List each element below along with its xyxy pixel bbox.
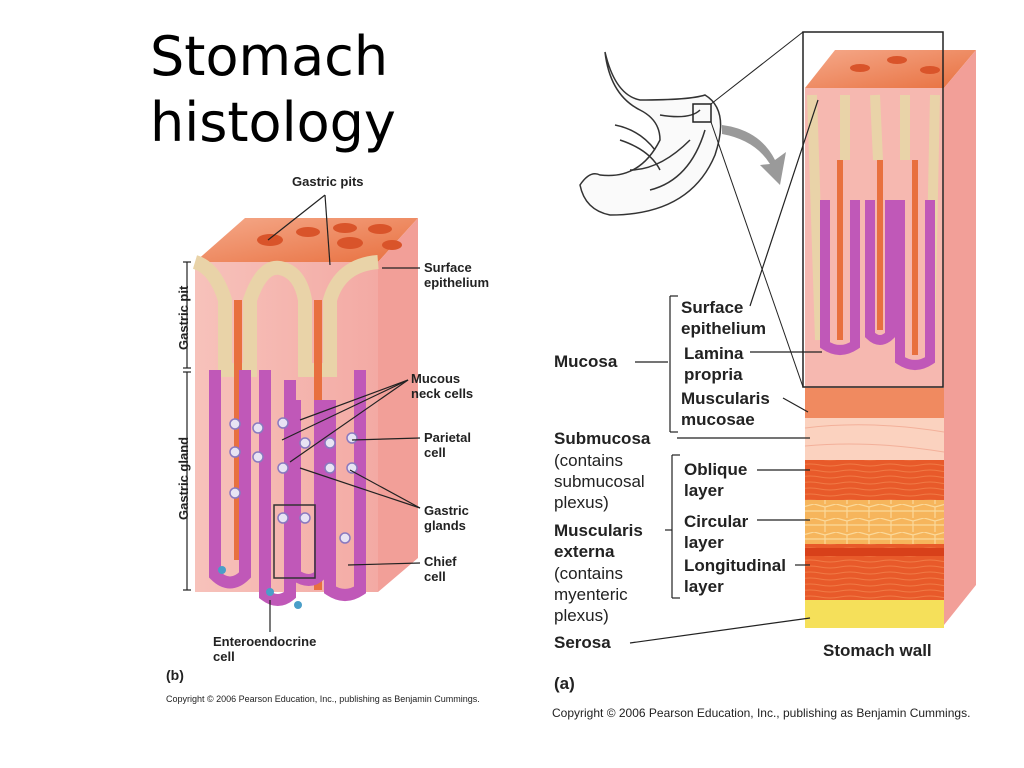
label-submucosa-note: (contains submucosal plexus) xyxy=(554,451,645,512)
label-oblique-layer: Oblique layer xyxy=(684,460,748,500)
label-lamina-propria: Lamina propria xyxy=(684,344,744,384)
label-circular-layer: Circular layer xyxy=(684,512,749,552)
zoom-arrow-icon xyxy=(722,125,786,185)
label-gastric-gland-vertical: Gastric gland xyxy=(176,436,191,520)
panel-b-block xyxy=(192,218,418,609)
label-muscularis-externa-note: (contains myenteric plexus) xyxy=(554,564,628,625)
label-muscularis-mucosae: Muscularis mucosae xyxy=(681,389,770,429)
copyright-a: Copyright © 2006 Pearson Education, Inc.… xyxy=(552,706,971,720)
label-surface-epithelium-b: Surface epithelium xyxy=(424,260,490,290)
label-chief-cell: Chief cell xyxy=(424,554,457,584)
label-submucosa: Submucosa xyxy=(554,429,651,448)
label-gastric-glands: Gastric glands xyxy=(424,503,469,533)
label-serosa: Serosa xyxy=(554,633,611,652)
label-longitudinal-layer: Longitudinal layer xyxy=(684,556,786,596)
panel-a-block xyxy=(710,31,976,628)
panel-a-letter: (a) xyxy=(554,674,575,693)
label-gastric-pit-vertical: Gastric pit xyxy=(176,285,191,350)
copyright-b: Copyright © 2006 Pearson Education, Inc.… xyxy=(166,694,480,704)
label-mucosa: Mucosa xyxy=(554,352,618,371)
label-stomach-wall: Stomach wall xyxy=(823,641,932,660)
label-enteroendocrine-cell: Enteroendocrine cell xyxy=(213,634,317,664)
panel-a-leader-lines xyxy=(629,99,822,644)
label-muscularis-externa: Muscularis externa xyxy=(554,521,643,561)
panel-b-leader-lines xyxy=(183,194,421,632)
label-surface-epithelium-a: Surface epithelium xyxy=(681,298,767,338)
page-title: Stomach histology xyxy=(150,25,396,154)
label-gastric-pits: Gastric pits xyxy=(292,174,364,189)
label-parietal-cell: Parietal cell xyxy=(424,430,471,460)
label-mucous-neck-cells: Mucous neck cells xyxy=(411,371,474,401)
stomach-outline-icon xyxy=(579,51,722,216)
panel-b-letter: (b) xyxy=(166,667,184,683)
